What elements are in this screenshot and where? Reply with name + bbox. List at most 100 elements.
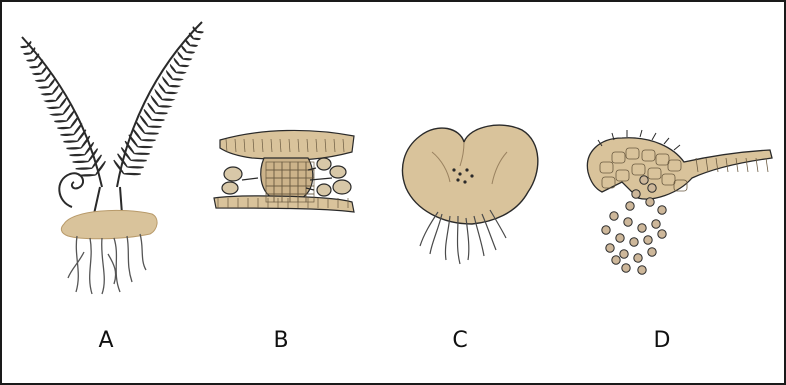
fern-leaflet — [155, 90, 162, 99]
fern-leaflet — [148, 103, 155, 113]
fern-leaflet — [133, 128, 141, 140]
spore — [644, 236, 652, 244]
fern-leaflet — [76, 168, 92, 169]
fern-leaflet — [159, 84, 165, 93]
fern-leaflet — [138, 146, 153, 147]
sporangium-illustration — [587, 130, 772, 274]
fiddlehead — [59, 173, 83, 207]
fern-leaflet — [159, 106, 171, 107]
fern-leaflet — [42, 67, 47, 74]
fern-leaflet — [70, 154, 85, 155]
fern-leaflet — [183, 59, 191, 60]
fern-frond-right — [114, 22, 203, 187]
fern-leaflet — [141, 140, 155, 141]
fern-leaflet — [152, 97, 159, 106]
fern-leaflet — [67, 148, 82, 149]
panel-label-d: D — [642, 328, 682, 353]
fern-leaflet — [56, 92, 62, 101]
fern-leaflet — [42, 94, 52, 95]
prothallus-illustration — [402, 125, 537, 264]
spore — [616, 234, 624, 242]
fern-leaflet — [57, 127, 70, 128]
fern-leaflet — [67, 111, 74, 121]
fern-leaflet — [45, 73, 50, 80]
fern-leaflet — [49, 79, 55, 87]
fern-leaflet — [193, 38, 200, 39]
fern-leaflet — [36, 80, 45, 81]
spore — [646, 198, 654, 206]
fern-leaflet — [30, 67, 38, 68]
fern-leaflet — [48, 107, 59, 108]
rhizome — [61, 210, 157, 238]
fern-leaflet — [33, 73, 41, 74]
fern-leaflet — [21, 46, 27, 47]
fern-leaflet — [144, 109, 152, 119]
spore — [610, 212, 618, 220]
fern-leaflet — [172, 79, 182, 80]
spore — [606, 244, 614, 252]
fern-leaflet — [166, 92, 177, 93]
fern-leaflet — [190, 45, 197, 46]
fern-leaflet — [134, 153, 149, 154]
fern-roots — [68, 234, 146, 294]
fern-leaflet — [186, 52, 194, 53]
fern-leaflet — [169, 86, 179, 87]
fern-leaflet — [140, 116, 148, 127]
fern-leaflet — [124, 173, 141, 174]
fern-leaflet — [38, 61, 43, 67]
fern-leaflet — [186, 40, 190, 46]
fern-leaflet — [163, 78, 169, 86]
prothallus-thallus — [402, 125, 537, 224]
fern-frond-left — [21, 37, 105, 187]
fern-leaflet — [63, 105, 70, 115]
spore — [658, 206, 666, 214]
fern-leaflet — [52, 86, 58, 94]
fern-leaflet — [70, 117, 77, 128]
spore — [626, 202, 634, 210]
spore — [602, 226, 610, 234]
spore — [612, 256, 620, 264]
panel-label-b: B — [261, 328, 301, 353]
fern-leaflet — [39, 87, 49, 88]
spore — [648, 184, 656, 192]
sporangium-capsule — [587, 138, 772, 199]
leaf-blade-lower — [214, 196, 354, 212]
fern-leaflet — [127, 167, 143, 168]
fern-leaflet — [74, 123, 82, 134]
fern-leaflet — [60, 98, 67, 107]
fern-leaflet — [179, 65, 188, 66]
spore — [638, 224, 646, 232]
fern-leaflet — [145, 133, 159, 134]
spore — [658, 230, 666, 238]
leaf-cross-section-illustration — [214, 130, 354, 212]
fern-leaflet — [176, 72, 185, 73]
fern-leaflet — [78, 130, 86, 141]
fern-leaflet — [64, 141, 78, 142]
fern-leaflet — [162, 99, 173, 100]
fern-leaflet — [60, 134, 74, 135]
fern-leaflet — [152, 119, 165, 120]
fern-leaflet — [148, 126, 161, 127]
fern-leaflet — [129, 135, 138, 147]
fern-leaflet — [131, 160, 147, 161]
spore — [652, 220, 660, 228]
fern-leaflet — [178, 52, 183, 59]
fern-leaflet — [88, 149, 97, 162]
spore — [638, 266, 646, 274]
spore — [640, 176, 648, 184]
fern-leaflet — [197, 32, 203, 33]
panel-label-a: A — [86, 328, 126, 353]
spore — [630, 238, 638, 246]
fern-leaflet — [73, 161, 89, 162]
leaf-blade-upper — [220, 130, 354, 160]
fern-leaflet — [155, 113, 167, 114]
fern-leaflet — [24, 53, 31, 54]
spore — [648, 248, 656, 256]
fern-leaflet — [171, 65, 176, 72]
spore — [620, 250, 628, 258]
fern-leaflet — [167, 71, 173, 79]
fern-leaflet — [27, 60, 34, 61]
fern-leaflet — [54, 121, 66, 122]
